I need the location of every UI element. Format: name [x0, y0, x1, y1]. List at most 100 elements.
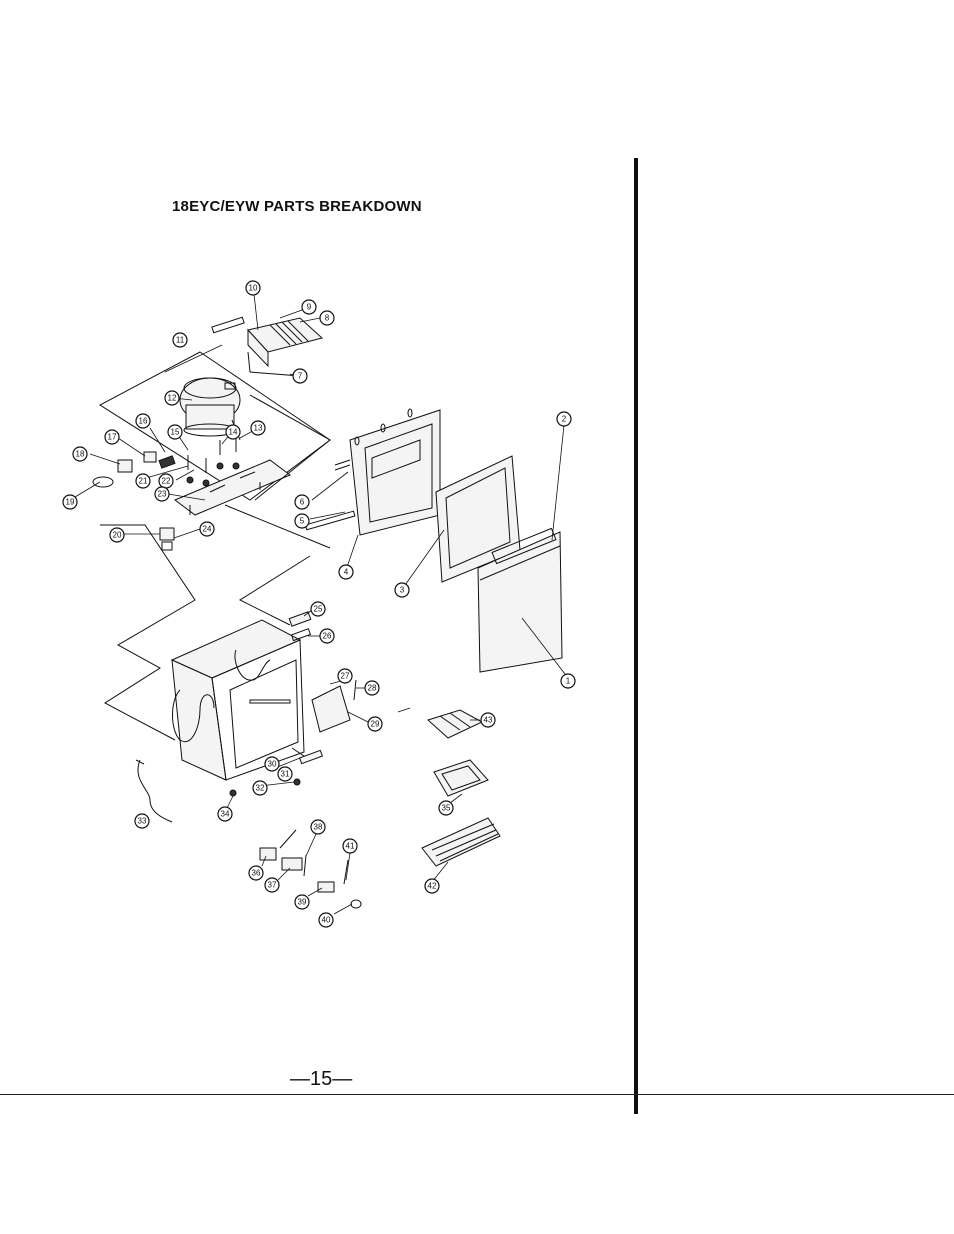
callout-40: 40	[318, 912, 334, 928]
svg-text:19: 19	[66, 498, 75, 507]
callout-25: 25	[310, 601, 326, 617]
svg-text:7: 7	[298, 372, 303, 381]
callout-2: 2	[556, 411, 572, 427]
svg-text:33: 33	[138, 817, 147, 826]
base-plate	[174, 459, 291, 516]
callout-19: 19	[62, 494, 78, 510]
callout-3: 3	[394, 582, 410, 598]
svg-text:18: 18	[76, 450, 85, 459]
callout-1: 1	[560, 673, 576, 689]
svg-text:3: 3	[400, 586, 405, 595]
svg-text:15: 15	[171, 428, 180, 437]
svg-text:27: 27	[341, 672, 350, 681]
svg-text:25: 25	[314, 605, 323, 614]
svg-text:14: 14	[229, 428, 238, 437]
thermostat-cover	[311, 679, 357, 733]
callout-31: 31	[277, 766, 293, 782]
callout-13: 13	[250, 420, 266, 436]
callout-10: 10	[245, 280, 261, 296]
callout-35: 35	[438, 800, 454, 816]
callout-18: 18	[72, 446, 88, 462]
callout-22: 22	[158, 473, 174, 489]
power-cord	[135, 759, 173, 823]
svg-text:1: 1	[566, 677, 571, 686]
svg-text:41: 41	[346, 842, 355, 851]
svg-text:34: 34	[221, 810, 230, 819]
footer-rule	[0, 1094, 954, 1095]
callout-15: 15	[167, 424, 183, 440]
callout-43: 43	[480, 712, 496, 728]
relay-components	[92, 451, 176, 488]
svg-text:4: 4	[344, 568, 349, 577]
drip-tray	[433, 759, 489, 797]
svg-text:16: 16	[139, 417, 148, 426]
svg-text:38: 38	[314, 823, 323, 832]
callout-11: 11	[172, 332, 188, 348]
svg-text:10: 10	[249, 284, 258, 293]
callout-21: 21	[135, 473, 151, 489]
callout-34: 34	[217, 806, 233, 822]
callout-38: 38	[310, 819, 326, 835]
svg-text:22: 22	[162, 477, 171, 486]
bracket-11	[211, 316, 245, 334]
callout-30: 30	[264, 756, 280, 772]
hinge-bracket	[288, 611, 312, 642]
callout-42: 42	[424, 878, 440, 894]
callout-24: 24	[199, 521, 215, 537]
callout-16: 16	[135, 413, 151, 429]
svg-text:12: 12	[168, 394, 177, 403]
callout-29: 29	[367, 716, 383, 732]
svg-text:35: 35	[442, 804, 451, 813]
svg-text:21: 21	[139, 477, 148, 486]
inner-door-panel	[304, 408, 441, 536]
svg-text:42: 42	[428, 882, 437, 891]
callout-39: 39	[294, 894, 310, 910]
callout-28: 28	[364, 680, 380, 696]
callout-8: 8	[319, 310, 335, 326]
ice-tray	[427, 709, 484, 739]
svg-text:8: 8	[325, 314, 330, 323]
callout-23: 23	[154, 486, 170, 502]
callout-5: 5	[294, 513, 310, 529]
svg-text:26: 26	[323, 632, 332, 641]
refrigerator-door	[477, 527, 563, 673]
callout-4: 4	[338, 564, 354, 580]
callout-17: 17	[104, 429, 120, 445]
callout-20: 20	[109, 527, 125, 543]
callout-37: 37	[264, 877, 280, 893]
svg-text:5: 5	[300, 517, 305, 526]
svg-text:31: 31	[281, 770, 290, 779]
svg-text:29: 29	[371, 720, 380, 729]
svg-text:28: 28	[368, 684, 377, 693]
callout-27: 27	[337, 668, 353, 684]
callout-41: 41	[342, 838, 358, 854]
svg-text:9: 9	[307, 303, 312, 312]
compressor-zone-outline	[99, 351, 331, 501]
callout-9: 9	[301, 299, 317, 315]
mounting-bolts	[186, 437, 240, 487]
svg-text:30: 30	[268, 760, 277, 769]
exploded-parts-diagram: 1 2 3 4 5 6 7 8 9 10 11 12 13 14 15 16 1…	[62, 280, 576, 928]
page-fold-line	[634, 158, 638, 1114]
callout-7: 7	[292, 368, 308, 384]
svg-text:40: 40	[322, 916, 331, 925]
callout-36: 36	[248, 865, 264, 881]
svg-text:24: 24	[203, 525, 212, 534]
svg-text:20: 20	[113, 531, 122, 540]
page-title: 18EYC/EYW PARTS BREAKDOWN	[172, 198, 422, 215]
svg-text:17: 17	[108, 433, 117, 442]
callout-32: 32	[252, 780, 268, 796]
callout-12: 12	[164, 390, 180, 406]
callout-6: 6	[294, 494, 310, 510]
wire-shelf	[421, 817, 501, 867]
svg-text:6: 6	[300, 498, 305, 507]
svg-text:13: 13	[254, 424, 263, 433]
svg-text:43: 43	[484, 716, 493, 725]
callout-14: 14	[225, 424, 241, 440]
svg-text:36: 36	[252, 869, 261, 878]
electrical-box	[247, 317, 324, 383]
callout-26: 26	[319, 628, 335, 644]
svg-text:39: 39	[298, 898, 307, 907]
light-assembly	[259, 829, 362, 909]
bracket-20	[159, 527, 175, 551]
